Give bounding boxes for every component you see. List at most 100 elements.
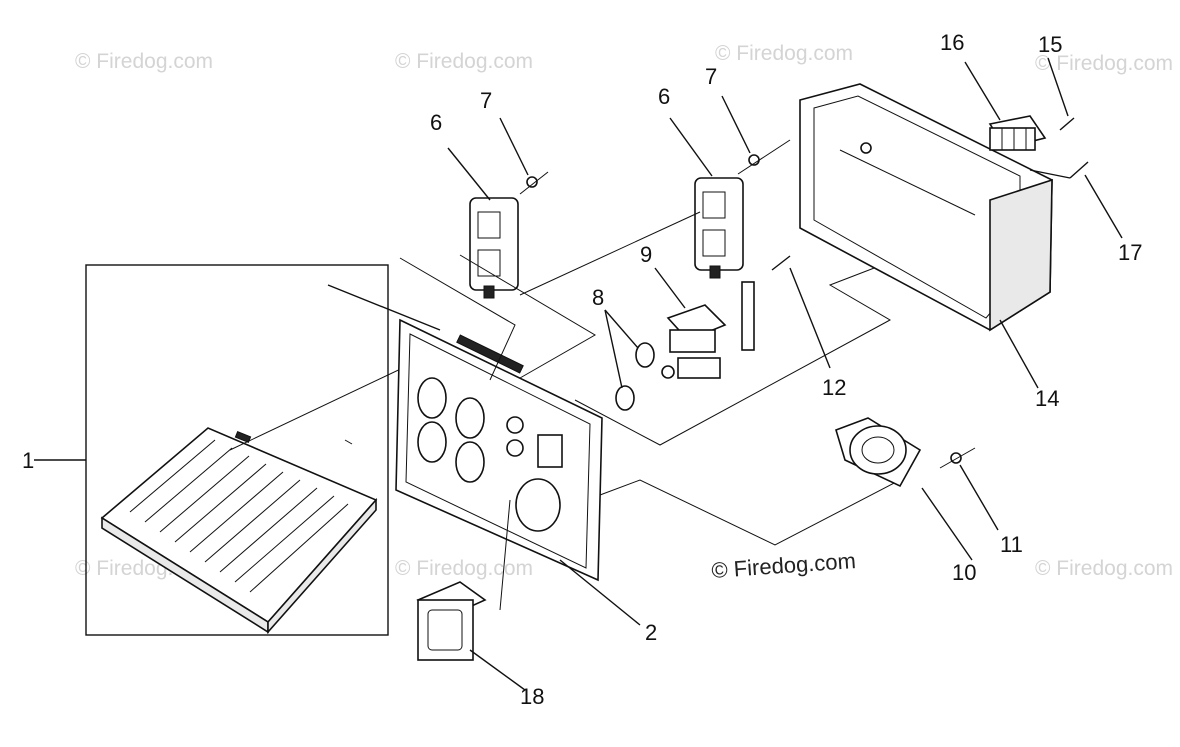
small-pin xyxy=(344,439,353,445)
callout-7a: 7 xyxy=(480,88,492,113)
breaker-1 xyxy=(635,342,655,368)
callout-17: 17 xyxy=(1118,240,1142,265)
switch-rocker xyxy=(427,609,463,651)
callout-7b: 7 xyxy=(705,64,717,89)
leader-2 xyxy=(559,559,641,626)
part-6-outlet-right xyxy=(669,117,744,279)
nut-left xyxy=(526,176,538,188)
screw-12 xyxy=(771,255,791,271)
panel-outlet-hole-3 xyxy=(455,397,485,439)
part-16-terminal-block xyxy=(964,61,1047,151)
watermark-6: © Firedog.com xyxy=(395,557,533,580)
watermark-1: © Firedog.com xyxy=(75,50,213,73)
hinge-leader xyxy=(229,354,431,451)
housing-boss xyxy=(860,142,872,154)
callout-2: 2 xyxy=(645,620,657,645)
outlet-left-face-bottom xyxy=(477,249,501,277)
leader-9 xyxy=(654,267,686,309)
block-knob xyxy=(661,365,675,379)
callout-9: 9 xyxy=(640,242,652,267)
block-body xyxy=(669,329,716,353)
hinge-pin xyxy=(327,284,441,331)
screw-15 xyxy=(1059,117,1075,131)
leader-7a xyxy=(499,117,529,176)
part-14-housing xyxy=(799,83,1053,389)
callout-18: 18 xyxy=(520,684,544,709)
leader-8b xyxy=(604,309,623,389)
watermark-3: © Firedog.com xyxy=(715,42,853,65)
screw-17 xyxy=(1069,161,1089,179)
cover-ribs xyxy=(129,439,349,593)
panel-outlet-hole-4 xyxy=(455,441,485,483)
part-7-nut-right xyxy=(721,95,791,175)
bracket-bar xyxy=(741,281,755,351)
watermark-4: © Firedog.com xyxy=(1035,52,1173,75)
panel-outlet-hole-1 xyxy=(417,377,447,419)
leader-11 xyxy=(959,464,999,531)
terminal-body xyxy=(989,127,1036,151)
part-9-switch-block xyxy=(654,267,727,379)
leader-14 xyxy=(999,319,1039,389)
part-8-breakers xyxy=(604,309,655,411)
leader-8a xyxy=(604,309,639,349)
outlet-right-tab xyxy=(709,265,721,279)
callout-8: 8 xyxy=(592,285,604,310)
panel-hinge-strip xyxy=(456,334,524,374)
switch-body xyxy=(417,599,474,661)
nut-right-axis xyxy=(737,139,791,175)
housing-side xyxy=(989,178,1053,332)
panel-switch-hole xyxy=(537,434,563,468)
outlet-left-tab xyxy=(483,285,495,299)
part-17-screw xyxy=(1029,161,1123,239)
part-12-screw xyxy=(741,255,831,369)
leader-16 xyxy=(964,61,1001,121)
receptacle-face xyxy=(861,436,895,464)
screw-17-axis xyxy=(1029,169,1071,179)
part-2-control-panel xyxy=(395,318,641,626)
leader-15 xyxy=(1047,57,1069,117)
panel-outlet-hole-2 xyxy=(417,421,447,463)
callout-labels: 1 2 6 6 7 7 8 9 10 11 12 14 15 16 17 18 xyxy=(22,30,1142,709)
leader-17 xyxy=(1084,174,1123,239)
callout-10: 10 xyxy=(952,560,976,585)
breaker-2 xyxy=(615,385,635,411)
leader-6a xyxy=(447,147,491,201)
callout-16: 16 xyxy=(940,30,964,55)
leader-12 xyxy=(789,267,831,369)
part-1-cover-box xyxy=(34,264,441,636)
part-10-receptacle xyxy=(835,417,973,561)
panel-breaker-hole-1 xyxy=(506,416,524,434)
leader-6b xyxy=(669,117,713,177)
block-lower xyxy=(677,357,721,379)
callout-14: 14 xyxy=(1035,386,1059,411)
nut-11-axis xyxy=(939,447,976,469)
cover-hinge xyxy=(234,430,252,444)
switch-assembly-line xyxy=(499,499,511,611)
cover-plate xyxy=(100,427,378,624)
panel-twistlock-hole xyxy=(515,478,561,532)
part-11-nut xyxy=(939,447,999,531)
callout-1: 1 xyxy=(22,448,34,473)
watermarks: © Firedog.com © Firedog.com © Firedog.co… xyxy=(75,42,1173,580)
leader-18 xyxy=(469,649,526,691)
panel-breaker-hole-2 xyxy=(506,439,524,457)
callout-12: 12 xyxy=(822,375,846,400)
panel-inner xyxy=(405,333,591,569)
callout-11: 11 xyxy=(1000,532,1023,557)
outlet-left-face-top xyxy=(477,211,501,239)
cover-edge-side xyxy=(267,497,377,635)
nut-11 xyxy=(950,452,962,464)
assembly-lines xyxy=(399,211,961,546)
part-18-switch xyxy=(416,499,526,691)
part-7-nut-left xyxy=(499,117,549,195)
callout-6a: 6 xyxy=(430,110,442,135)
outlet-right-face-top xyxy=(702,191,726,219)
part-6-outlet-left xyxy=(447,147,519,299)
callout-15: 15 xyxy=(1038,32,1062,57)
leader-10 xyxy=(921,487,973,561)
leader-7b xyxy=(721,95,751,154)
watermark-7: © Firedog.com xyxy=(1035,557,1173,580)
cover-frame xyxy=(85,264,389,636)
housing-back-edge xyxy=(839,149,976,216)
